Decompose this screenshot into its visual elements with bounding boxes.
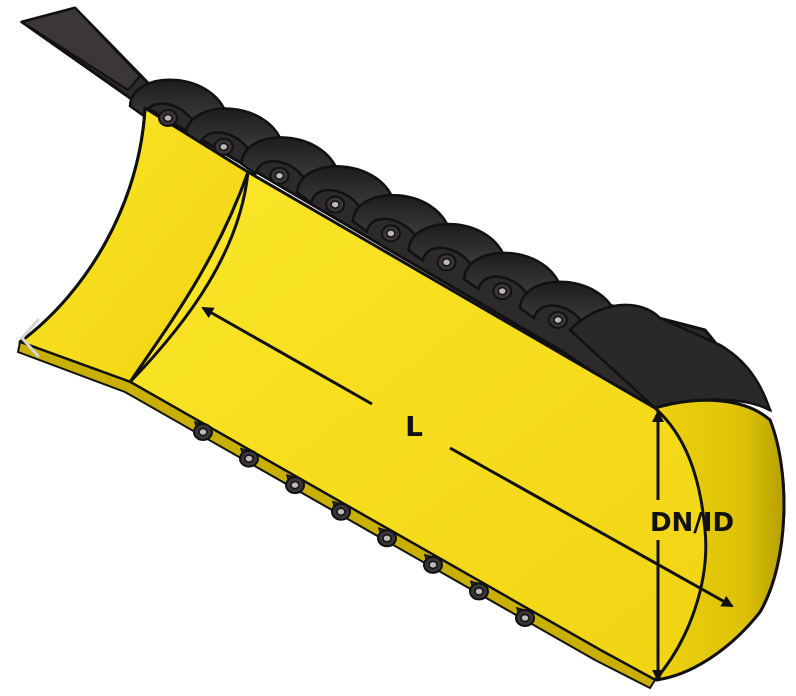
bottom-port: [423, 553, 443, 574]
bottom-port: [331, 500, 351, 521]
bottom-port: [515, 606, 535, 627]
bottom-port: [377, 527, 397, 548]
pipe-seam-line: [128, 171, 250, 384]
bottom-port: [239, 447, 259, 468]
top-port: [158, 109, 178, 127]
bottom-port: [193, 420, 213, 441]
pipe-bottom-edge: [16, 340, 657, 690]
pipe-cutaway-inner-edge: [19, 107, 147, 344]
bottom-port: [469, 580, 489, 601]
top-port: [380, 224, 401, 243]
top-port: [436, 253, 457, 272]
pipe-inner-end: [651, 398, 786, 682]
top-port: [548, 311, 568, 329]
bottom-ports: [193, 420, 535, 627]
dimension-length-line-a: [201, 306, 373, 406]
dimension-length-line-b: [449, 446, 734, 608]
dimension-length-label: L: [405, 410, 423, 443]
jacket-thin-strip: [19, 6, 142, 92]
top-ports: [158, 109, 568, 329]
top-port: [492, 282, 513, 301]
dimension-diameter-label: DN/ID: [650, 508, 734, 538]
chevron-left-icon[interactable]: [19, 318, 40, 358]
jacket-humps: [128, 78, 773, 413]
top-port: [213, 137, 234, 156]
top-port: [325, 195, 346, 214]
top-port: [269, 166, 290, 185]
bottom-port: [285, 474, 305, 495]
